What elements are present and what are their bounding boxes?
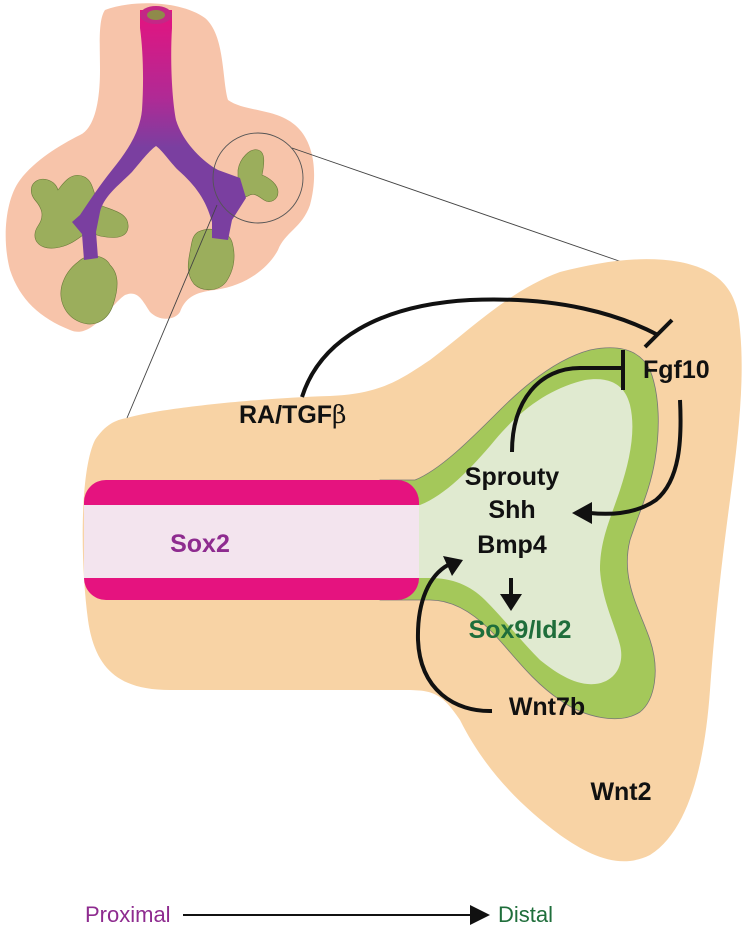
ra-inhibits-fgf10-arc — [300, 297, 659, 398]
zoom-connector-bottom — [126, 204, 218, 419]
proximal-distal-axis: Proximal Distal — [85, 902, 553, 927]
sprouty-inhibits-fgf10-arc — [510, 366, 622, 453]
proximal-tube-lumen — [84, 505, 419, 578]
overview-mesenchyme — [5, 3, 315, 332]
fgf10-activates-arrowhead — [572, 502, 592, 524]
ra-inhibits-fgf10-bar — [643, 318, 674, 349]
zoom-connector-top — [291, 147, 623, 263]
axis-label-distal: Distal — [498, 902, 553, 927]
overview-right-bud-lower — [187, 229, 235, 291]
label-ra-tgfb: RA/TGFβ — [239, 400, 347, 429]
wnt7b-to-bmp4-arc — [415, 563, 493, 714]
signaling-arrows — [300, 297, 683, 714]
overview-left-bud-lower — [60, 255, 118, 325]
distal-lumen — [380, 379, 633, 685]
label-sprouty: Sprouty — [465, 463, 560, 491]
label-sox9-id2: Sox9/Id2 — [469, 616, 572, 644]
overview-trachea — [72, 10, 246, 260]
label-shh: Shh — [488, 496, 535, 524]
overview-trachea-lumen — [147, 10, 165, 20]
axis-label-proximal: Proximal — [85, 902, 171, 927]
label-wnt7b: Wnt7b — [509, 693, 585, 721]
overview-left-bud-upper — [30, 174, 129, 249]
bmp4-to-sox9-arrowhead — [500, 594, 522, 611]
axis-arrow-head — [470, 905, 490, 925]
wnt7b-to-bmp4-arrowhead — [443, 556, 463, 576]
enlarged-bud — [82, 259, 742, 862]
label-fgf10: Fgf10 — [643, 356, 710, 384]
overview-zoom-circle — [212, 132, 304, 224]
label-bmp4: Bmp4 — [477, 531, 547, 559]
label-beta: β — [332, 400, 346, 429]
fgf10-activates-arc — [589, 399, 683, 516]
label-wnt2: Wnt2 — [590, 778, 651, 806]
label-sox2: Sox2 — [170, 530, 230, 558]
lung-overview — [5, 3, 315, 332]
overview-right-bud-distal — [237, 149, 279, 202]
